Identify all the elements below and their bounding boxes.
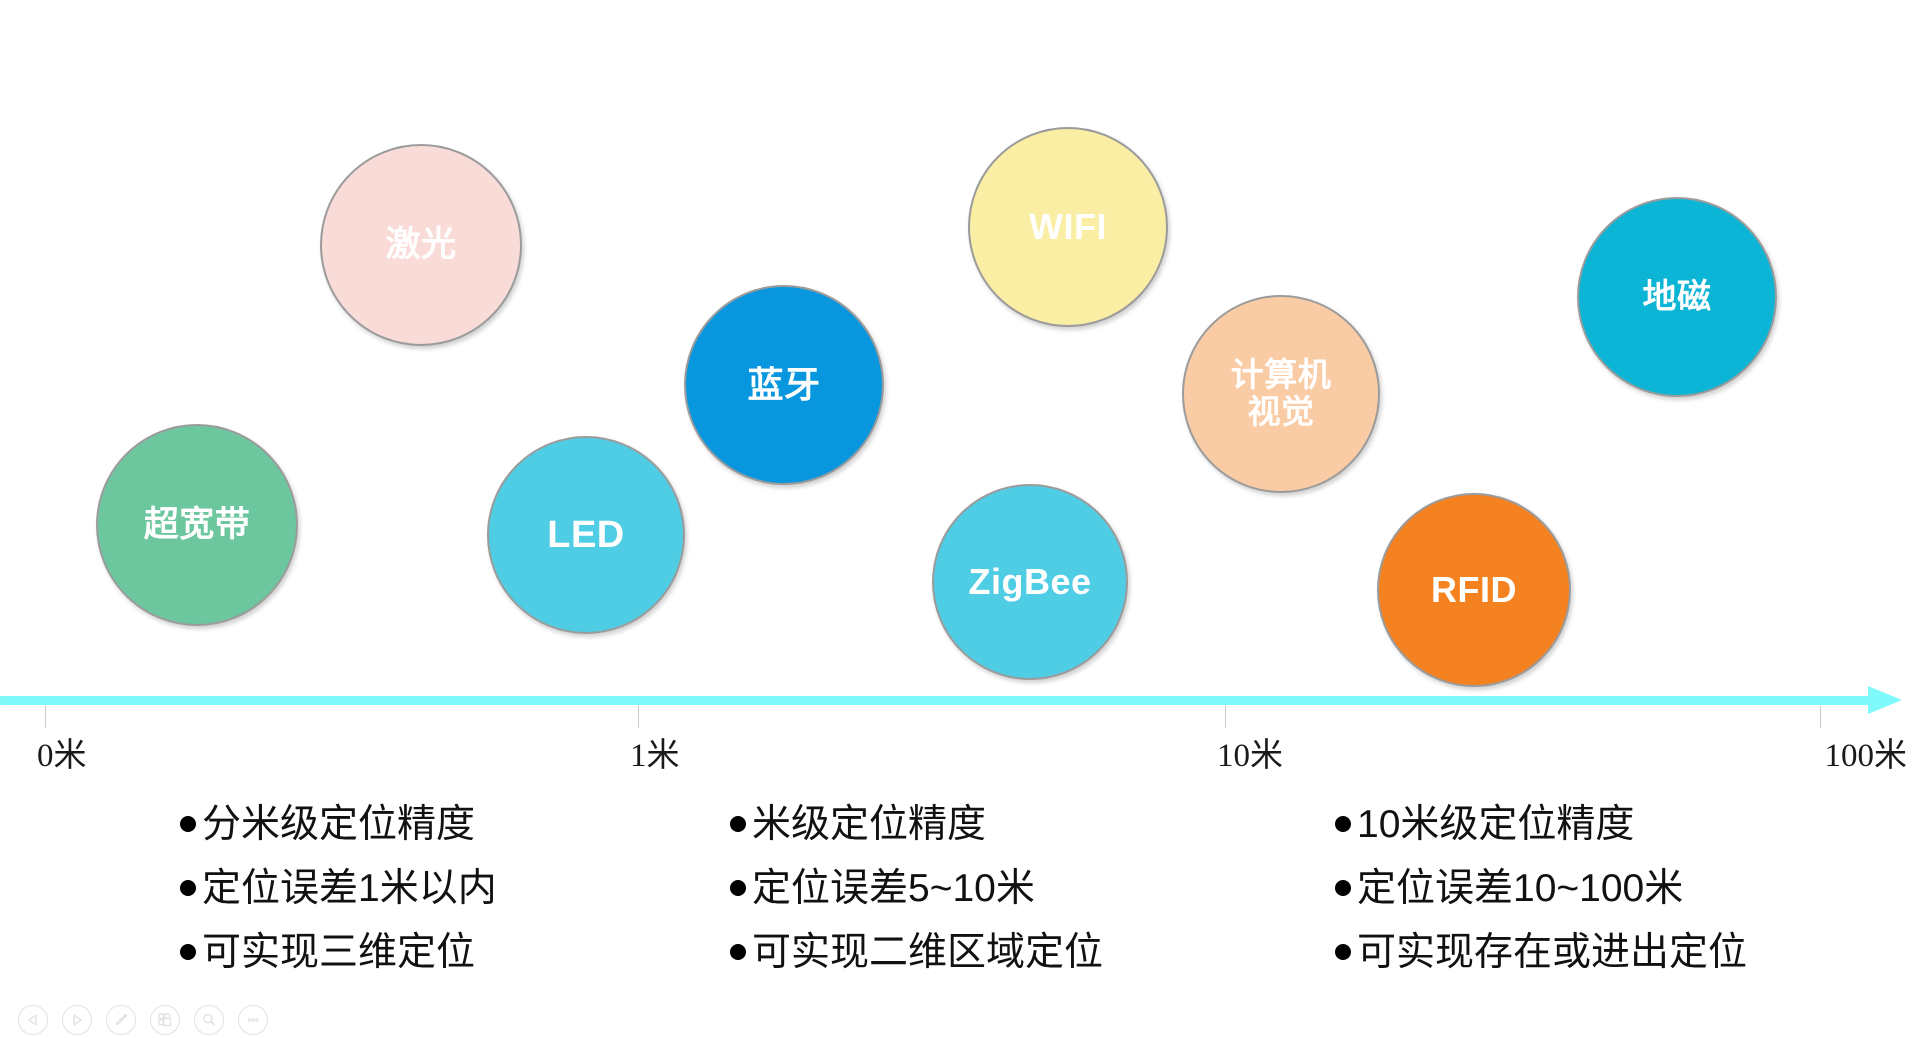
bullet-dot-icon [180,943,196,960]
axis-tick-label: 0米 [37,738,87,774]
triangle-left-icon [28,1014,37,1026]
technology-bubble[interactable]: 地磁 [1577,197,1777,397]
bullet-item: 可实现存在或进出定位 [1335,928,1747,978]
technology-bubble[interactable]: 超宽带 [96,424,298,626]
technology-bubble[interactable]: WIFI [968,127,1168,327]
bullet-item: 米级定位精度 [730,800,1103,850]
bullet-item-text: 可实现三维定位 [202,930,476,974]
axis-tick-label: 10米 [1217,738,1283,774]
bullet-dot-icon [1335,816,1351,832]
bullet-dot-icon [730,816,746,832]
technology-bubble[interactable]: 蓝牙 [684,285,884,485]
bullet-item-text: 定位误差10~100米 [1357,866,1684,910]
technology-bubble-label: 地磁 [1642,277,1712,316]
pen-icon [116,1014,128,1026]
bullet-column: 10米级定位精度定位误差10~100米可实现存在或进出定位 [1335,800,1747,992]
bullet-item: 分米级定位精度 [180,800,497,850]
bullet-item: 10米级定位精度 [1335,800,1747,850]
magnifier-icon [203,1013,215,1026]
bullet-item-text: 10米级定位精度 [1357,803,1635,846]
zoom-button[interactable] [194,1005,224,1035]
bullet-dot-icon [730,879,746,896]
bullet-item: 定位误差1米以内 [180,864,497,914]
technology-bubble[interactable]: 计算机 视觉 [1182,295,1380,493]
technology-bubble-label: 计算机 视觉 [1230,356,1332,430]
bullet-item: 可实现二维区域定位 [730,928,1103,978]
more-options-button[interactable] [238,1005,268,1035]
previous-slide-button[interactable] [18,1005,48,1035]
bullet-dot-icon [180,816,196,832]
pen-tool-button[interactable] [106,1005,136,1035]
bullet-item-text: 定位误差5~10米 [752,866,1035,910]
bullet-item-text: 定位误差1米以内 [202,866,497,910]
axis-tick-mark [1225,706,1226,728]
slide-overview-button[interactable] [150,1005,180,1035]
axis-tick-mark [45,706,46,728]
technology-bubble[interactable]: RFID [1377,493,1571,687]
axis-tick-mark [638,706,639,728]
next-slide-button[interactable] [62,1005,92,1035]
technology-bubble-label: LED [547,513,625,556]
technology-bubble[interactable]: 激光 [320,144,522,346]
axis-tick-mark [1820,706,1821,728]
technology-bubble-label: ZigBee [968,560,1092,602]
bullet-item-text: 米级定位精度 [752,803,987,846]
bullet-dot-icon [1335,879,1351,896]
bullet-item-text: 可实现存在或进出定位 [1357,930,1748,974]
bullet-item: 定位误差10~100米 [1335,864,1747,914]
technology-bubble[interactable]: ZigBee [932,484,1128,680]
technology-bubble[interactable]: LED [487,436,685,634]
bullet-item: 定位误差5~10米 [730,864,1103,914]
bullet-column: 分米级定位精度定位误差1米以内可实现三维定位 [180,800,497,992]
technology-bubble-label: 蓝牙 [747,363,821,405]
presentation-toolbar[interactable] [18,1005,268,1035]
scale-axis-arrow-icon [1868,686,1902,714]
bullet-dot-icon [1335,943,1351,960]
ellipsis-icon [247,1018,259,1022]
axis-tick-label: 100米 [1824,738,1908,774]
technology-bubble-label: RFID [1431,568,1517,610]
triangle-right-icon [73,1014,82,1026]
bullet-item-text: 分米级定位精度 [202,803,476,846]
bullet-item-text: 可实现二维区域定位 [752,930,1104,974]
technology-bubble-label: 激光 [385,225,457,265]
technology-bubble-label: 超宽带 [143,505,251,545]
axis-tick-label: 1米 [630,738,680,774]
bullet-dot-icon [730,943,746,960]
bullet-column: 米级定位精度定位误差5~10米可实现二维区域定位 [730,800,1103,992]
bullet-dot-icon [180,879,196,896]
scale-axis-line [0,696,1875,705]
bullet-item: 可实现三维定位 [180,928,497,978]
technology-bubble-label: WIFI [1029,205,1107,247]
grid-slides-icon [158,1013,172,1027]
